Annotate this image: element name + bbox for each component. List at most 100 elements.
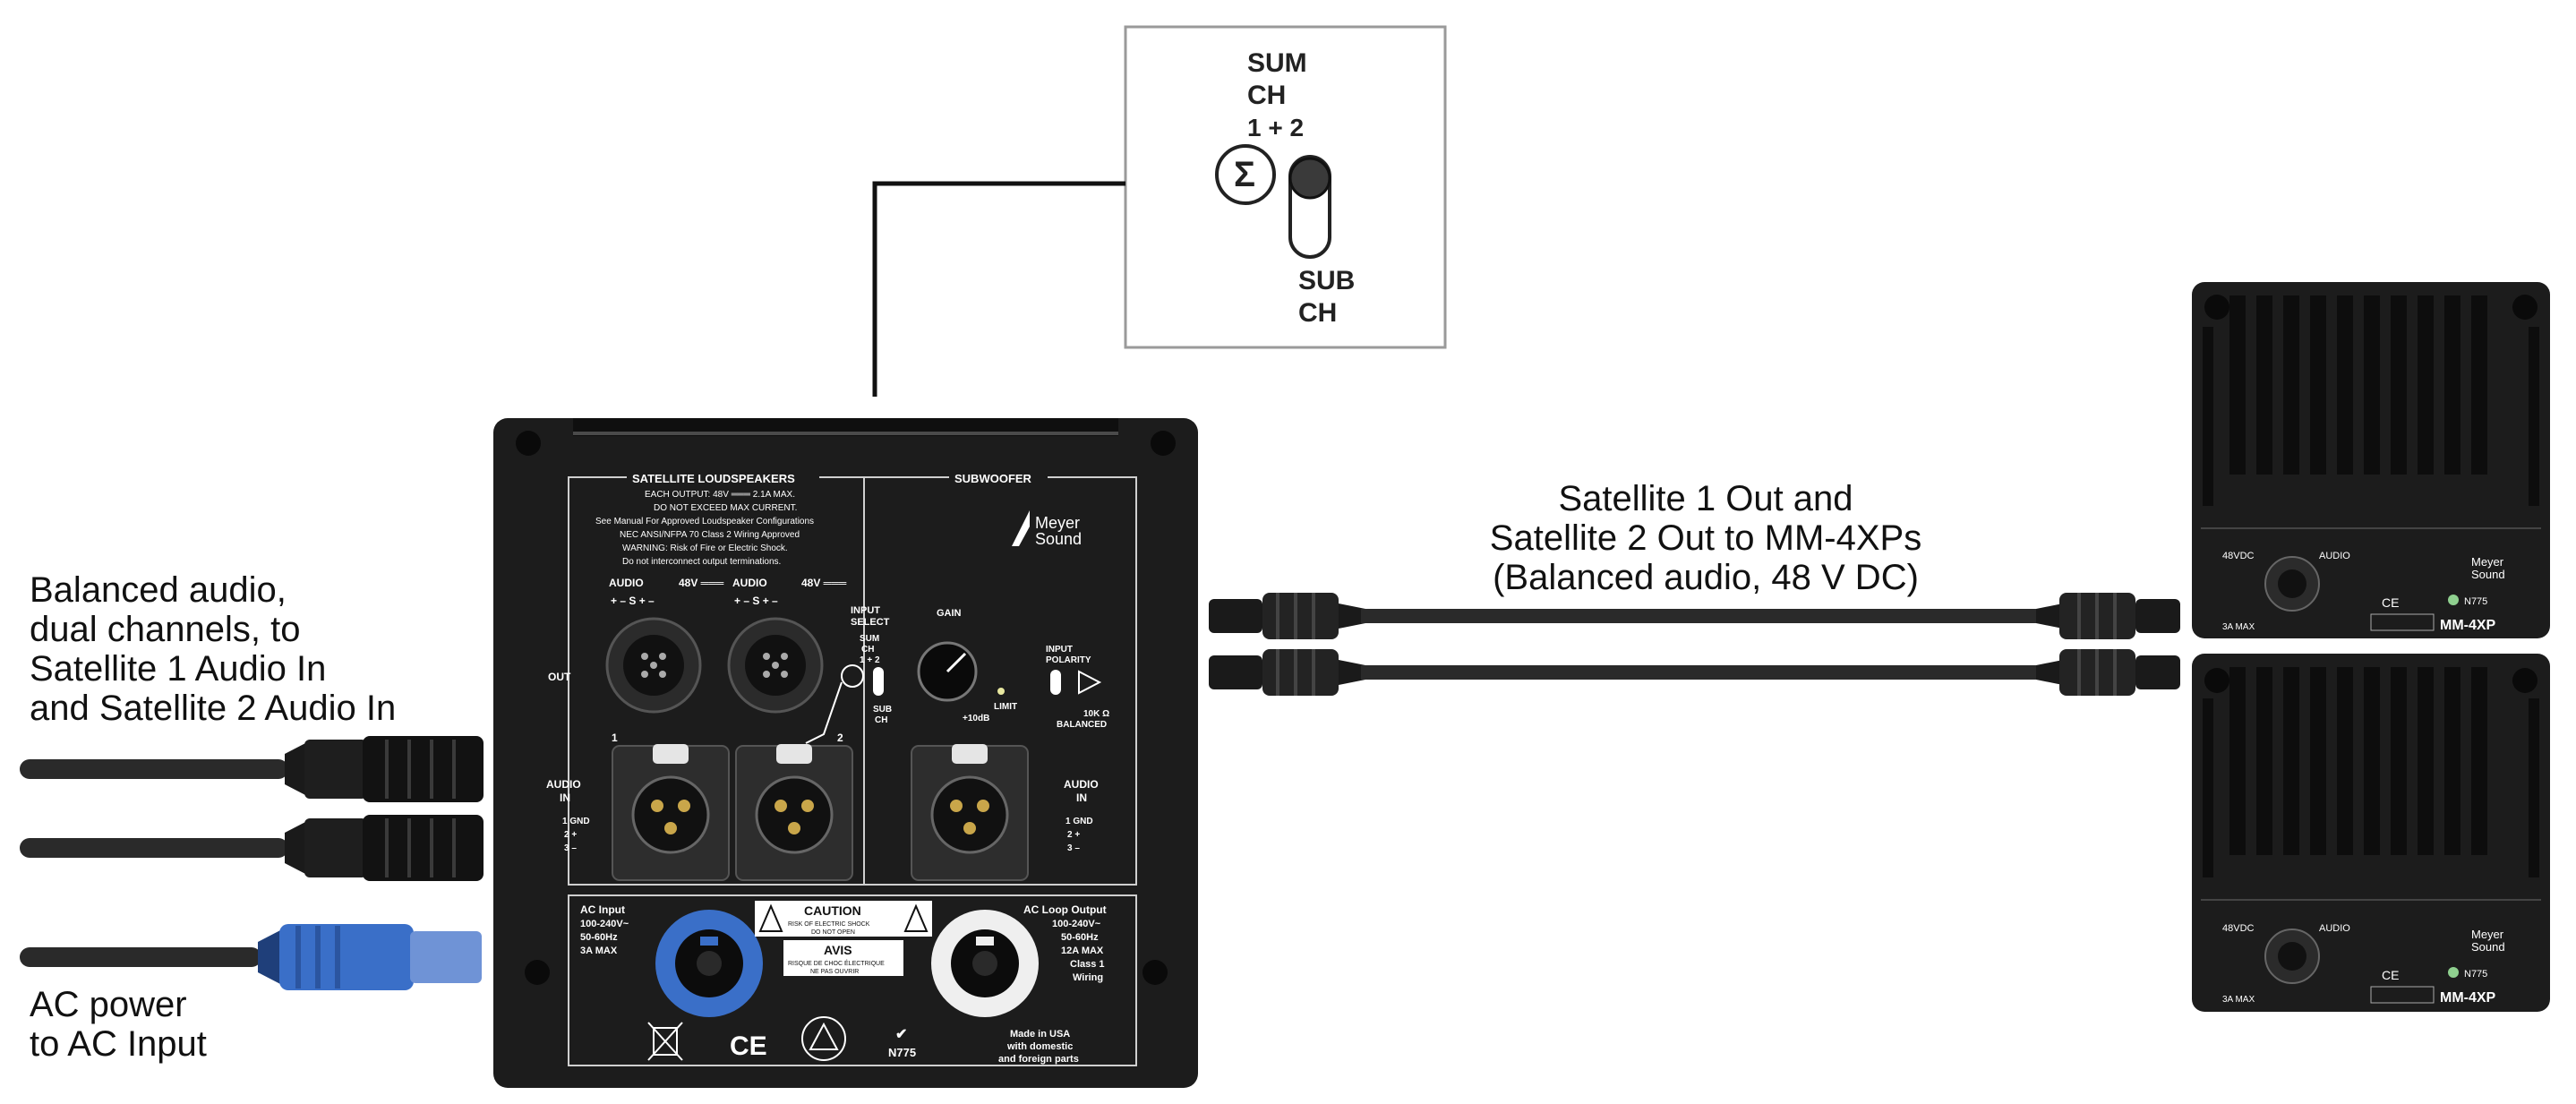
polarity-label-2: POLARITY (1046, 655, 1091, 665)
satellite-cable-2 (1209, 649, 2180, 696)
ac-input-powercon (655, 910, 763, 1017)
pinmap-left-3: 3 – (564, 843, 577, 853)
certification-triangle-icon (801, 1016, 846, 1061)
ce-mark: CE (730, 1031, 767, 1061)
satellite-cable-1 (1209, 593, 2180, 639)
pinmap-right-2: 2 + (1067, 830, 1080, 840)
caution-sub-2: DO NOT OPEN (811, 929, 855, 936)
ac-loop-4: 12A MAX (1061, 946, 1104, 956)
audio-in-left-2: IN (560, 792, 570, 804)
mm4xp-2-dc: 48VDC (2222, 923, 2255, 934)
channel-1-label: 1 (612, 732, 618, 744)
satellite-1-output-connector (605, 617, 702, 714)
mm4xp-unit-1: 48VDC AUDIO N775 CE Meyer Sound MM-4XP 3… (2192, 282, 2550, 638)
ac-loop-powercon (931, 910, 1039, 1017)
left-labels: Balanced audio, dual channels, to Satell… (30, 570, 396, 1064)
mm4xp-1-brand-2: Sound (2471, 568, 2505, 581)
sat-header: SATELLITE LOUDSPEAKERS (632, 472, 795, 485)
ac-input-2: 100-240V~ (580, 919, 629, 929)
xlr-input-1 (612, 744, 730, 881)
limit-led (997, 688, 1005, 695)
mm4xp-1-ce: CE (2382, 595, 2399, 610)
audio-label-line3: Satellite 1 Audio In (30, 649, 326, 689)
limit-label: LIMIT (994, 702, 1017, 712)
mm4xp-1-brand-1: Meyer (2471, 555, 2504, 569)
sum-label-1: SUM (860, 634, 879, 644)
sum-label-2: CH (861, 645, 874, 655)
xlr-input-2 (735, 744, 853, 881)
meyer-sound-logo: Meyer Sound (1012, 510, 1082, 548)
callout-ch: CH (1247, 81, 1286, 110)
ac-loop-6: Wiring (1073, 972, 1103, 983)
ac-loop-5: Class 1 (1070, 959, 1105, 970)
satellite-2-output-connector (727, 617, 824, 714)
ac-loop-1: AC Loop Output (1023, 903, 1107, 916)
input-select-1: INPUT (851, 605, 880, 616)
mm4xp-1-max: 3A MAX (2222, 622, 2255, 632)
mm4xp-unit-2: 48VDC AUDIO N775 CE Meyer Sound MM-4XP 3… (2192, 654, 2550, 1012)
select-leader (805, 681, 843, 744)
sigma-circle-icon (1215, 144, 1276, 205)
audio-label-line2: dual channels, to (30, 610, 300, 649)
mm4xp-2-max: 3A MAX (2222, 995, 2255, 1005)
out-label: OUT (548, 671, 571, 683)
sat-info-6: Do not interconnect output terminations. (622, 557, 781, 567)
audio-in-right-1: AUDIO (1064, 778, 1099, 791)
subwoofer-rear-panel: SATELLITE LOUDSPEAKERS SUBWOOFER EACH OU… (493, 418, 1198, 1088)
mm4xp-2-audio: AUDIO (2319, 923, 2350, 934)
middle-label-line3: (Balanced audio, 48 V DC) (1493, 558, 1919, 597)
polarity-label-1: INPUT (1046, 645, 1073, 655)
avis-sub-1: RISQUE DE CHOC ÉLECTRIQUE (788, 959, 885, 967)
mm4xp-2-ce: CE (2382, 968, 2399, 982)
made-in-1: Made in USA (1010, 1029, 1070, 1040)
input-select-switch[interactable] (873, 667, 884, 696)
ac-input-3: 50-60Hz (580, 932, 618, 943)
avis-text: AVIS (824, 943, 852, 957)
subch-label-1: SUB (873, 705, 892, 715)
subch-label-2: CH (875, 715, 887, 725)
sat-info-1: EACH OUTPUT: 48V ═══ 2.1A MAX. (645, 490, 795, 500)
balanced-label-1: 10K Ω (1083, 709, 1109, 719)
made-in-2: with domestic (1006, 1041, 1073, 1052)
audio-label-line1: Balanced audio, (30, 570, 287, 610)
xlr-cable-2 (20, 815, 484, 881)
gain-label: GAIN (937, 608, 962, 619)
pinmap-right-3: 3 – (1067, 843, 1080, 853)
gain-max-label: +10dB (963, 714, 989, 723)
mm4xp-1-model: MM-4XP (2440, 618, 2496, 633)
mm4xp-1-audio: AUDIO (2319, 551, 2350, 561)
callout-leader-line (872, 181, 1125, 397)
pin-labels-1: + – S + – (611, 595, 655, 607)
caution-text: CAUTION (804, 903, 861, 918)
sub-header: SUBWOOFER (954, 472, 1032, 485)
mm4xp-2-model: MM-4XP (2440, 990, 2496, 1006)
audio-label-line4: and Satellite 2 Audio In (30, 689, 396, 728)
audio-in-left-1: AUDIO (546, 778, 581, 791)
caution-label: CAUTION RISK OF ELECTRIC SHOCK DO NOT OP… (755, 901, 932, 937)
powercon-cable (20, 924, 482, 990)
check-mark-icon: ✔ (895, 1027, 907, 1042)
sat-info-4: NEC ANSI/NFPA 70 Class 2 Wiring Approved (620, 530, 800, 540)
pin-labels-2: + – S + – (734, 595, 778, 607)
callout-sub-ch: CH (1298, 298, 1337, 328)
sat-info-3: See Manual For Approved Loudspeaker Conf… (595, 517, 814, 526)
mm4xp-2-n775: N775 (2464, 969, 2487, 980)
middle-label-line2: Satellite 2 Out to MM-4XPs (1490, 518, 1921, 558)
mm4xp-1-n775: N775 (2464, 596, 2487, 607)
panel-sigma-icon (841, 664, 864, 688)
v48-label-1: 48V ═══ (679, 577, 724, 589)
pinmap-left-1: 1 GND (562, 817, 590, 826)
xlr-input-sub (911, 744, 1029, 881)
made-in-3: and foreign parts (998, 1054, 1079, 1065)
polarity-switch[interactable] (1050, 670, 1061, 695)
ac-input-4: 3A MAX (580, 946, 618, 956)
avis-sub-2: NE PAS OUVRIR (810, 969, 859, 975)
sum-label-3: 1 + 2 (860, 655, 880, 665)
n775-label: N775 (888, 1046, 916, 1059)
balanced-label-2: BALANCED (1057, 720, 1107, 730)
callout-ch-1-2: 1 + 2 (1247, 114, 1304, 141)
channel-2-label: 2 (837, 732, 843, 744)
v48-label-2: 48V ═══ (801, 577, 847, 589)
sum-switch-callout: SUM CH 1 + 2 Σ SUB CH (1124, 25, 1447, 349)
